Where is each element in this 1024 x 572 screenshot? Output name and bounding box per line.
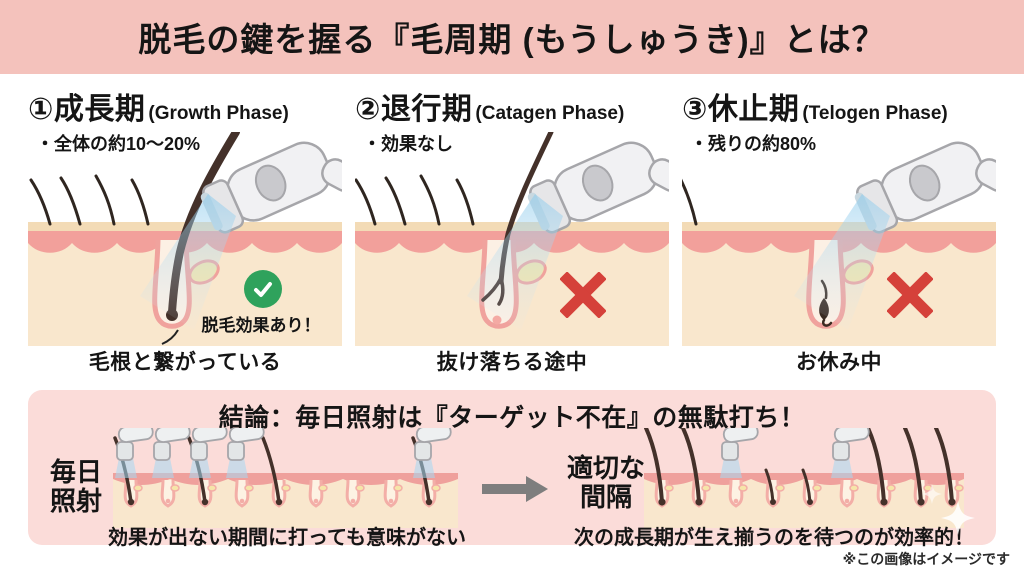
skin-illustration-telogen — [682, 141, 996, 346]
sparkle-icon — [912, 478, 982, 545]
daily-label-line2: 照射 — [50, 486, 103, 516]
cross-icon — [886, 271, 934, 319]
proper-interval-illustration — [644, 428, 964, 528]
conclusion-box: 結論：毎日照射は『ターゲット不在』の無駄打ち！ 毎日 照射 — [28, 390, 996, 549]
light-beam — [794, 194, 890, 330]
cross-icon — [559, 271, 607, 319]
conclusion-title: 結論：毎日照射は『ターゲット不在』の無駄打ち！ — [218, 404, 806, 432]
skin-illustration-growth — [28, 132, 342, 346]
phase-heading: ②退行期 (Catagen Phase) — [355, 84, 669, 128]
proper-interval-label: 適切な 間隔 — [548, 454, 664, 512]
footnote: ※この画像はイメージです — [842, 551, 1010, 567]
interval-label-line1: 適切な — [566, 453, 645, 483]
phase-panels: ①成長期 (Growth Phase) ・全体の約10〜20% — [28, 84, 996, 378]
panel-catagen-phase: ②退行期 (Catagen Phase) ・効果なし — [355, 84, 669, 378]
header-band: 脱毛の鍵を握る『毛周期 (もうしゅうき)』とは？ — [0, 0, 1024, 74]
interval-label-line2: 間隔 — [579, 482, 632, 512]
phase-heading: ①成長期 (Growth Phase) — [28, 84, 342, 128]
light-beam — [140, 194, 236, 330]
surface-hairs — [29, 174, 150, 226]
phase-heading: ③休止期 (Telogen Phase) — [682, 84, 996, 128]
daily-irradiation-label: 毎日 照射 — [50, 458, 102, 516]
phase-bullet: ・残りの約80% — [690, 134, 817, 154]
phase-bullet: ・効果なし — [363, 134, 453, 154]
surface-hairs — [682, 178, 698, 226]
phase-name-en: (Catagen Phase) — [475, 103, 625, 124]
caption-pointer — [161, 329, 179, 345]
phase-name-en: (Growth Phase) — [148, 103, 289, 124]
phase-name: ①成長期 — [28, 93, 146, 126]
phase-caption: お休み中 — [796, 351, 882, 374]
check-icon — [244, 270, 282, 308]
panel-telogen-phase: ③休止期 (Telogen Phase) ・残りの約80% — [682, 84, 996, 378]
daily-label-line1: 毎日 — [50, 457, 103, 487]
light-beam — [467, 194, 563, 330]
interval-caption: 次の成長期が生え揃うのを待つのが効率的！ — [574, 527, 974, 549]
phase-name: ②退行期 — [355, 93, 473, 126]
phase-name-en: (Telogen Phase) — [802, 103, 948, 124]
phase-caption: 抜け落ちる途中 — [436, 351, 588, 374]
surface-hairs — [355, 174, 475, 226]
panel-growth-phase: ①成長期 (Growth Phase) ・全体の約10〜20% — [28, 84, 342, 378]
phase-name: ③休止期 — [682, 93, 800, 126]
effect-badge: 脱毛効果あり！ — [201, 316, 321, 335]
phase-bullet: ・全体の約10〜20% — [36, 134, 201, 154]
daily-caption: 効果が出ない期間に打っても意味がない — [108, 527, 466, 549]
page-title: 脱毛の鍵を握る『毛周期 (もうしゅうき)』とは？ — [138, 21, 886, 58]
daily-irradiation-illustration — [113, 428, 458, 528]
arrow-right-icon — [482, 476, 548, 507]
phase-caption: 毛根と繋がっている — [88, 351, 282, 374]
skin-illustration-catagen — [355, 132, 669, 346]
